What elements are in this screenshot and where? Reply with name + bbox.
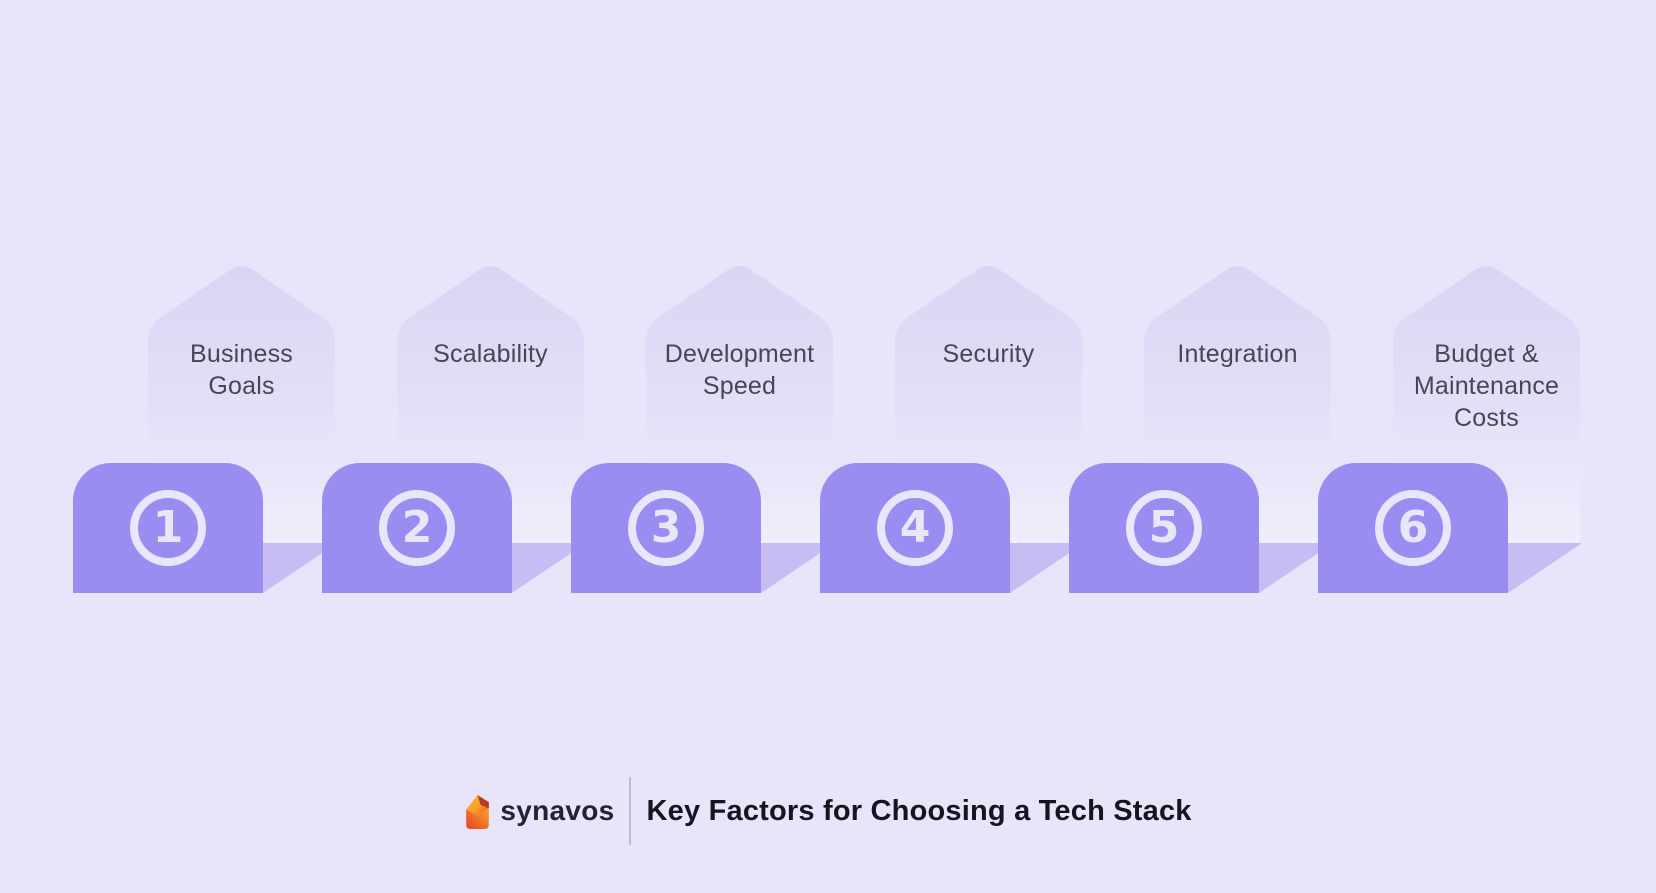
- factor-number-block: 2: [322, 463, 512, 593]
- synavos-logo-icon: [466, 794, 490, 829]
- factor-label: Business Goals: [189, 340, 294, 400]
- number-circle: 4: [877, 490, 953, 566]
- factor-number-block: 6: [1318, 463, 1508, 593]
- factor-number-block: 3: [571, 463, 761, 593]
- factor-number: 2: [401, 501, 433, 553]
- number-circle: 3: [628, 490, 704, 566]
- factor-number: 6: [1397, 501, 1429, 553]
- factor-label: Security: [942, 340, 1035, 368]
- factor-label: Budget & Maintenance Costs: [1413, 340, 1560, 432]
- infographic-title: Key Factors for Choosing a Tech Stack: [646, 794, 1192, 827]
- number-circle: 2: [379, 490, 455, 566]
- factor-number-block: 1: [73, 463, 263, 593]
- footer-divider: [628, 777, 631, 845]
- block-shadow: [1508, 543, 1582, 593]
- number-circle: 1: [130, 490, 206, 566]
- number-circle: 6: [1375, 490, 1451, 566]
- factor-number: 3: [650, 501, 682, 553]
- factor-label: Integration: [1177, 340, 1298, 368]
- factor-number: 4: [899, 501, 931, 553]
- number-circle: 5: [1126, 490, 1202, 566]
- factor-number-block: 4: [820, 463, 1010, 593]
- brand-name: synavos: [500, 795, 615, 826]
- factor-number: 1: [152, 501, 184, 553]
- footer: synavos Key Factors for Choosing a Tech …: [0, 776, 1656, 846]
- factor-label: Scalability: [433, 340, 548, 368]
- factor-number: 5: [1148, 501, 1180, 553]
- factor-label: Development Speed: [664, 340, 815, 400]
- factor-number-block: 5: [1069, 463, 1259, 593]
